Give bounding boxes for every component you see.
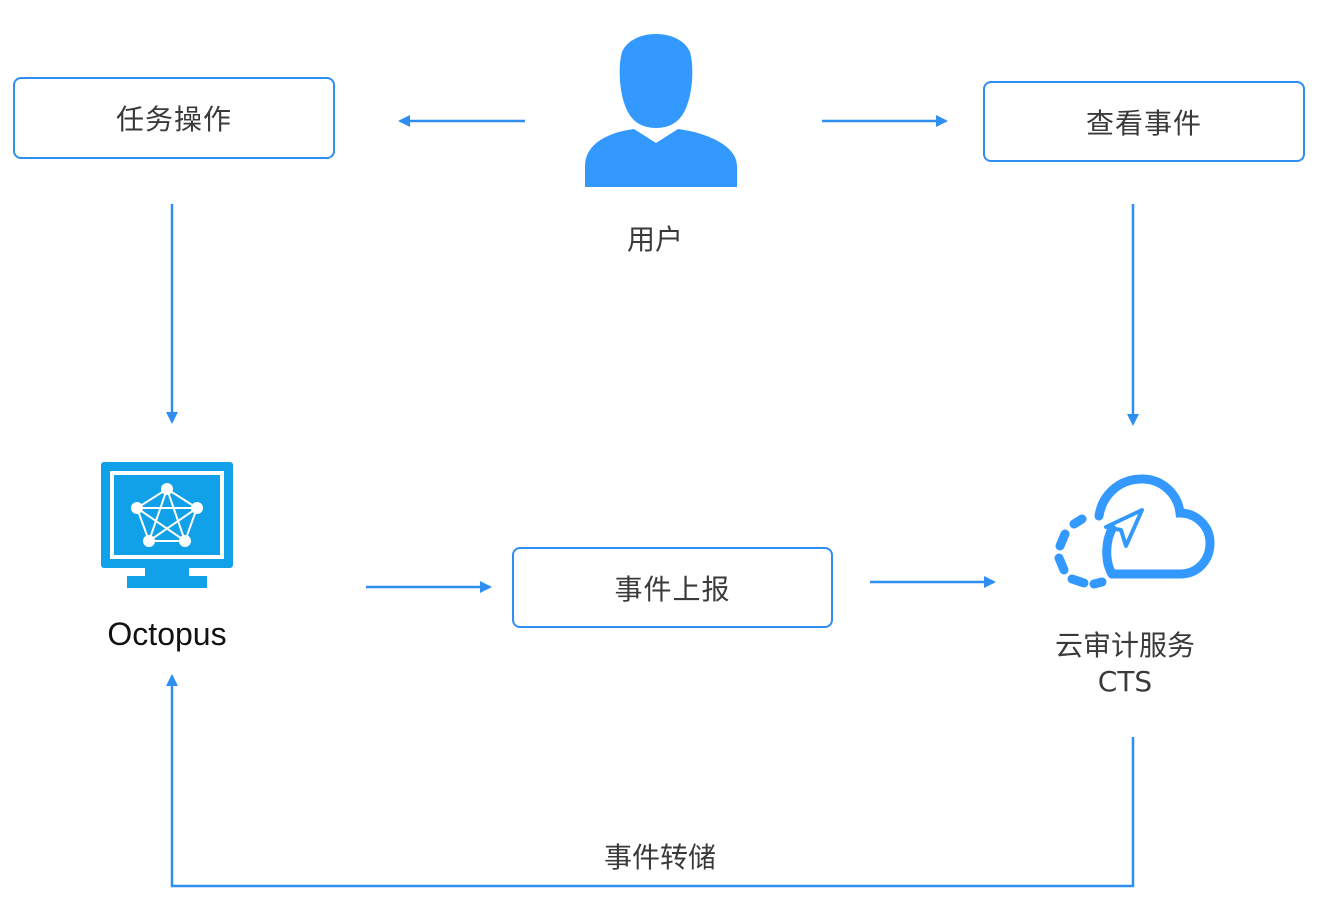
- view-events-label: 查看事件: [1085, 106, 1202, 140]
- monitor-network-icon: [101, 462, 233, 588]
- task-operation-box: 任务操作: [13, 77, 335, 159]
- event-report-label: 事件上报: [614, 572, 731, 606]
- event-dump-label: 事件转储: [603, 841, 716, 874]
- event-report-box: 事件上报: [512, 547, 833, 628]
- cts-label: 云审计服务 CTS: [1030, 628, 1220, 700]
- view-events-box: 查看事件: [983, 81, 1305, 162]
- paper-plane-icon: [1104, 508, 1144, 548]
- task-operation-label: 任务操作: [115, 103, 232, 136]
- cts-abbr-label: CTS: [1097, 665, 1153, 698]
- user-label: 用户: [626, 223, 683, 256]
- arrow-cts-to-octopus: [166, 674, 1135, 888]
- cloud-send-icon: [1054, 474, 1215, 589]
- octopus-label: Octopus: [107, 616, 227, 652]
- cts-name-label: 云审计服务: [1054, 629, 1195, 662]
- user-icon: [585, 34, 737, 187]
